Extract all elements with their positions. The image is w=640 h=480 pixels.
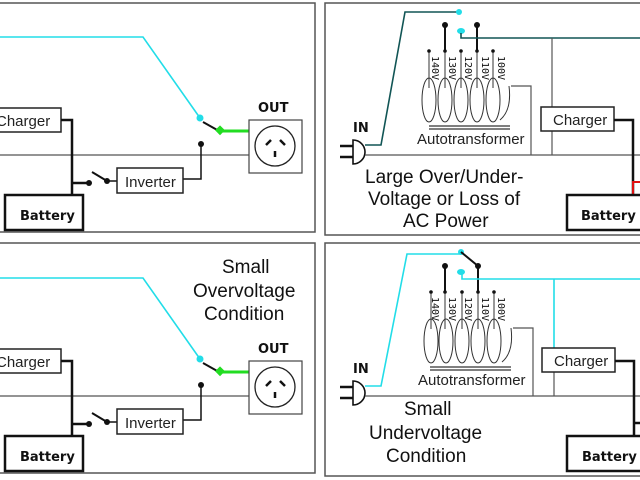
dc-bus [61,359,74,435]
tap-label: 140V [429,56,440,80]
inverter-box [116,167,184,194]
charger-label: Charger [0,113,50,130]
mode-caption: AC Power [403,211,489,232]
autotransformer: 140V 130V 120V 110V 100V [417,22,640,148]
battery-link [632,181,640,195]
out-label: OUT [258,101,289,116]
battery-label: Battery [20,209,75,224]
battery-label: Battery [20,450,75,465]
live-wire [0,36,201,119]
tap-label: 130V [446,297,457,321]
live-wire [0,277,201,360]
switch-contact-live [196,114,204,122]
battery-box [3,193,85,232]
dc-bus [61,118,74,194]
autotransformer-return [511,85,532,155]
outlet-pin [279,380,286,387]
panel-bottom-left: Charger Inverter Battery OUT Small Overv… [0,242,316,474]
outlet-pin [265,380,272,387]
tap-label: 110V [479,297,490,321]
charger-label: Charger [554,353,608,370]
plug-icon [352,380,366,406]
battery-label: Battery [582,450,637,465]
tap-label: 100V [495,56,506,80]
switch-contact-live [196,355,204,363]
charger-label: Charger [553,112,607,129]
inverter-switch-contact [86,421,92,427]
in-label: IN [353,362,369,377]
switch-pivot [215,366,225,377]
tap-label: 120V [462,56,473,80]
outlet-pin [265,139,272,146]
charger-label: Charger [0,354,50,371]
charger-box [0,107,62,133]
inverter-switch-contact [86,180,92,186]
inverter-label: Inverter [125,415,176,432]
mode-caption: Small [404,399,452,420]
regulated-output-wire [460,33,640,39]
mode-caption: Small [222,257,270,278]
mode-caption: Condition [386,446,466,467]
output-tap-contact [457,269,465,275]
inverter-output-wire [183,385,202,421]
inverter-box [116,408,184,435]
autotransformer-return [513,327,534,396]
battery-box [565,193,640,232]
tap-labels: 140V 130V 120V 110V 100V [429,297,506,321]
battery-box [3,434,85,473]
in-label: IN [353,121,369,136]
inverter-output-wire [183,144,202,180]
selector-contact [456,9,462,15]
output-tap-contact [457,28,465,34]
autotransformer-label: Autotransformer [418,372,526,389]
tap-label: 130V [446,56,457,80]
dc-bus [614,118,635,195]
inverter-label: Inverter [125,174,176,191]
tap-label: 140V [429,297,440,321]
switch-pivot [215,125,225,136]
plug-icon [352,139,366,165]
panel-top-left: Charger Inverter Battery OUT [0,2,316,233]
input-live-wire [365,11,458,146]
battery-label: Battery [581,209,636,224]
panel-bottom-right: IN 140V 130V 120V 110V 100V [324,242,640,477]
tap-selector-switch [460,251,479,267]
mode-caption: Condition [204,304,284,325]
mode-caption: Overvoltage [193,281,295,302]
outlet-icon [254,366,296,408]
outlet-pin [279,139,286,146]
charger-box [540,106,615,132]
out-label: OUT [258,342,289,357]
tap-label: 110V [479,56,490,80]
tap-label: 120V [462,297,473,321]
tap-label: 100V [495,297,506,321]
dc-bus [615,359,636,436]
tap-labels: 140V 130V 120V 110V 100V [429,56,506,80]
mode-caption: Voltage or Loss of [368,189,521,210]
panel-top-right: IN 140V 130V 120V 110V 100V [324,2,640,236]
battery-box [565,434,640,473]
input-live-wire [365,253,460,387]
outlet-icon [254,125,296,167]
regulated-output-wire [461,274,640,280]
mode-caption: Large Over/Under- [365,167,523,188]
autotransformer-label: Autotransformer [417,131,525,148]
autotransformer: 140V 130V 120V 110V 100V [418,263,640,389]
mode-caption: Undervoltage [369,423,482,444]
